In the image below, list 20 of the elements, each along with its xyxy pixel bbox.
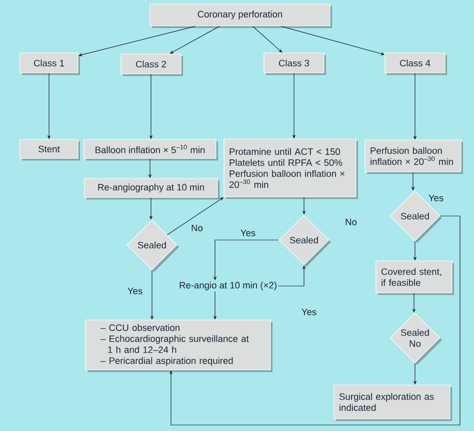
- process-box: Class 2: [120, 54, 183, 76]
- step-text: Re-angio at 10 min (×2): [180, 282, 276, 290]
- process-box: Class 1: [20, 52, 80, 75]
- process-box: Perfusion balloon inflation × 20$^{–30}$ min: [364, 140, 463, 174]
- process-box: Class 3: [264, 52, 326, 75]
- process-box: – CCU observation – Echocardiographic surveillance at 1 h and 12–24 h – Pericardial aspiration required: [85, 320, 272, 372]
- arrow: [169, 216, 460, 426]
- branch-label: No: [346, 218, 357, 226]
- process-box: Surgical exploration as indicated: [334, 384, 452, 421]
- process-box: Covered stent, if feasible: [376, 260, 454, 295]
- process-box: Re-angiography at 10 min: [84, 178, 220, 200]
- edge-label: Yes: [239, 228, 257, 238]
- process-box: Balloon inflation × 5$^{–10}$ min: [84, 139, 218, 160]
- edge-label: Yes: [126, 286, 144, 296]
- process-box: Class 4: [384, 52, 447, 75]
- branch-label: Yes: [302, 308, 316, 316]
- process-box: Protamine until ACT < 150 Platelets until RPFA < 50% Perfusion balloon inflation × 20$^{–30}$ min: [224, 138, 358, 199]
- edge-label: No: [190, 224, 204, 232]
- process-box: Stent: [20, 139, 80, 160]
- process-box: Coronary perforation: [150, 4, 332, 28]
